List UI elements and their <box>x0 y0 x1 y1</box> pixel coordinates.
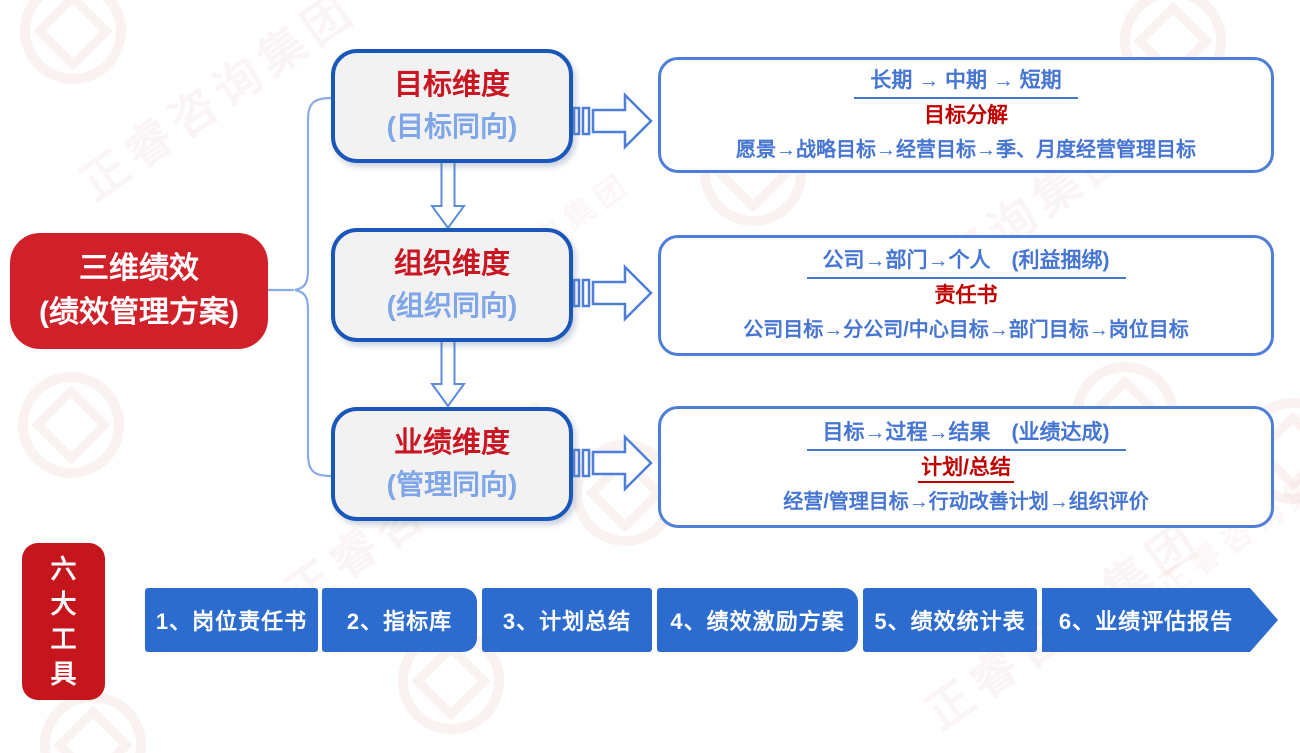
dimension-title: 组织维度 <box>393 248 510 280</box>
right-arrow-icon <box>572 91 653 493</box>
brace-connector <box>266 96 333 478</box>
dimension-title: 业绩维度 <box>393 427 510 459</box>
dimension-subtitle: (管理同向) <box>386 469 518 500</box>
detail-top-line: 目标→过程→结果 (业绩达成) <box>806 418 1126 451</box>
tool-item-1: 1、岗位责任书 <box>145 588 318 652</box>
dimension-title: 目标维度 <box>393 69 510 101</box>
tool-item-3: 3、计划总结 <box>482 588 652 652</box>
detail-box-organization: 公司→部门→个人 (利益捆绑) 责任书 公司目标→分公司/中心目标→部门目标→岗… <box>658 235 1274 356</box>
main-title-line1: 三维绩效 <box>79 252 199 285</box>
detail-bottom-line: 公司目标→分公司/中心目标→部门目标→岗位目标 <box>743 319 1189 341</box>
dimension-subtitle: (目标同向) <box>386 111 518 142</box>
detail-box-goal: 长期 → 中期 → 短期 目标分解 愿景→战略目标→经营目标→季、月度经营管理目… <box>658 57 1274 173</box>
detail-box-performance: 目标→过程→结果 (业绩达成) 计划/总结 经营/管理目标→行动改善计划→组织评… <box>658 406 1274 528</box>
detail-top-line: 长期 → 中期 → 短期 <box>854 66 1078 99</box>
tool-item-2: 2、指标库 <box>322 588 477 652</box>
down-arrow-icon <box>430 161 466 408</box>
tool-item-5: 5、绩效统计表 <box>863 588 1037 652</box>
detail-key-line: 目标分解 <box>924 103 1008 127</box>
dimension-box-organization: 组织维度 (组织同向) <box>331 228 573 342</box>
tools-label-text: 六大工具 <box>50 553 77 689</box>
dimension-box-performance: 业绩维度 (管理同向) <box>331 407 573 521</box>
detail-bottom-line: 愿景→战略目标→经营目标→季、月度经营管理目标 <box>736 138 1196 161</box>
tool-item-6-arrow: 6、业绩评估报告 <box>1042 588 1278 652</box>
detail-top-line: 公司→部门→个人 (利益捆绑) <box>806 246 1126 279</box>
tools-label-box: 六大工具 <box>22 543 105 700</box>
dimension-subtitle: (组织同向) <box>386 290 518 321</box>
detail-bottom-line: 经营/管理目标→行动改善计划→组织评价 <box>783 490 1149 513</box>
main-title-line2: (绩效管理方案) <box>39 296 239 329</box>
detail-key-line: 责任书 <box>934 284 998 307</box>
main-title-box: 三维绩效 (绩效管理方案) <box>10 233 268 349</box>
tool-item-4: 4、绩效激励方案 <box>657 588 858 652</box>
detail-key-line: 计划/总结 <box>918 455 1014 483</box>
dimension-box-goal: 目标维度 (目标同向) <box>331 49 573 163</box>
